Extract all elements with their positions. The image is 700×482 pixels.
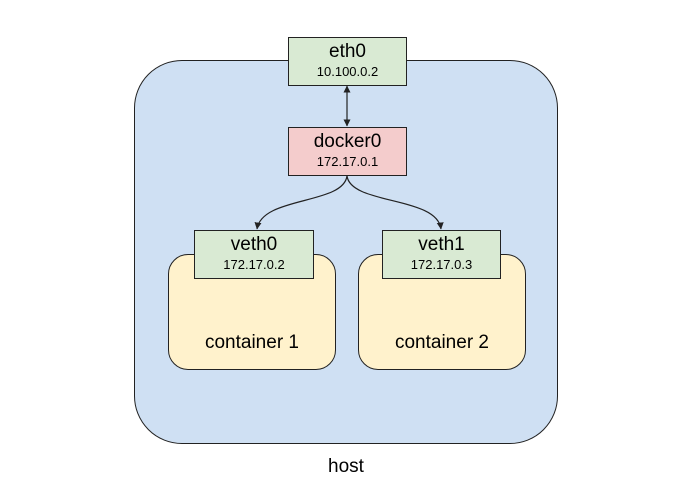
veth1-interface: veth1 172.17.0.3: [382, 230, 501, 279]
veth0-ip: 172.17.0.2: [223, 257, 285, 272]
veth1-ip: 172.17.0.3: [410, 257, 473, 272]
docker0-name: docker0: [313, 131, 382, 152]
veth0-name: veth0: [230, 234, 278, 255]
host-label: host: [328, 456, 364, 477]
veth0-interface: veth0 172.17.0.2: [194, 230, 314, 279]
container-2-label: container 2: [394, 332, 489, 353]
container-1-label: container 1: [204, 332, 299, 353]
eth0-ip: 10.100.0.2: [316, 64, 379, 79]
docker0-bridge: docker0 172.17.0.1: [288, 127, 407, 176]
eth0-interface: eth0 10.100.0.2: [288, 37, 407, 86]
veth1-name: veth1: [418, 234, 465, 255]
eth0-name: eth0: [329, 41, 366, 62]
docker0-ip: 172.17.0.1: [316, 154, 379, 169]
